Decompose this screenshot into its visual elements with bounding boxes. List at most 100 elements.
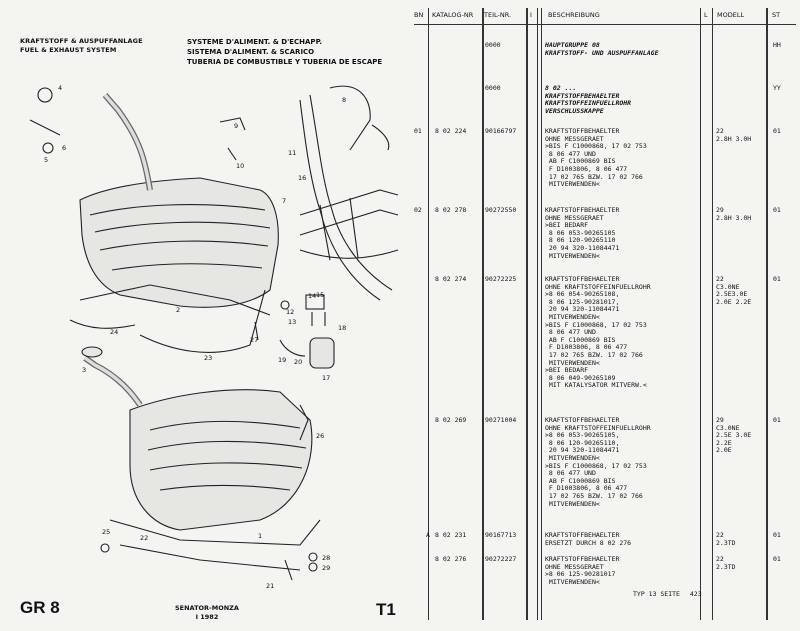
row-desc: 8 02 ... KRAFTSTOFFBEHAELTER KRAFTSTOFFE… xyxy=(545,84,632,115)
callout: 6 xyxy=(62,144,66,152)
col-teil: TEIL-NR. xyxy=(484,11,512,19)
col-st: ST xyxy=(772,11,781,19)
callout: 1 xyxy=(258,532,262,540)
callout: 25 xyxy=(102,528,110,536)
title-french: SYSTEME D'ALIMENT. & D'ECHAPP. xyxy=(187,38,323,46)
callout: 10 xyxy=(236,162,244,170)
row-desc: HAUPTGRUPPE 08 KRAFTSTOFF- UND AUSPUFFAN… xyxy=(545,41,659,57)
model-label: SENATOR-MONZA I 1982 xyxy=(175,604,239,622)
callout: 7 xyxy=(282,197,286,205)
row-katalog: 8 02 278 xyxy=(435,206,467,214)
divider xyxy=(700,8,701,620)
row-st: 01 xyxy=(773,127,781,135)
title-german: KRAFTSTOFF & AUSPUFFANLAGE xyxy=(20,37,143,45)
row-st: 01 xyxy=(773,275,781,283)
callout: 23 xyxy=(204,354,212,362)
row-teil: 90166797 xyxy=(485,127,517,135)
col-i: I xyxy=(530,11,532,19)
row-katalog: 8 02 231 xyxy=(435,531,467,539)
col-bn: BN xyxy=(414,11,424,19)
section-title-de-en: KRAFTSTOFF & AUSPUFFANLAGE FUEL & EXHAUS… xyxy=(20,37,143,55)
row-modell: 22 C3.0NE 2.5E3.0E 2.0E 2.2E xyxy=(716,275,752,306)
divider xyxy=(526,8,528,620)
callout: 11 xyxy=(288,149,296,157)
page-number: 423 xyxy=(689,590,702,598)
section-title-fr-it-es: SYSTEME D'ALIMENT. & D'ECHAPP. SISTEMA D… xyxy=(187,37,382,67)
callout: 3 xyxy=(82,366,86,374)
callout: 22 xyxy=(140,534,148,542)
callout: 21 xyxy=(266,582,274,590)
row-katalog: 8 02 276 xyxy=(435,555,467,563)
callout: 27 xyxy=(250,336,258,344)
row-desc: KRAFTSTOFFBEHAELTER OHNE MESSGERAET >8 0… xyxy=(545,555,620,586)
callout: 15 xyxy=(316,291,324,299)
row-teil: 90272227 xyxy=(485,555,517,563)
callout: 26 xyxy=(316,432,324,440)
col-l: L xyxy=(704,11,708,19)
callout: 5 xyxy=(44,156,48,164)
row-katalog: 8 02 224 xyxy=(435,127,467,135)
row-st: YY xyxy=(773,84,781,92)
section-label: T1 xyxy=(376,600,396,619)
group-label: GR 8 xyxy=(20,598,60,617)
parts-table: BN KATALOG-NR TEIL-NR. I BESCHREIBUNG L … xyxy=(404,0,800,631)
title-english: FUEL & EXHAUST SYSTEM xyxy=(20,46,117,54)
divider xyxy=(482,8,484,620)
row-teil: 90271004 xyxy=(485,416,517,424)
row-bn: 01 xyxy=(414,127,422,135)
model-year: I 1982 xyxy=(195,613,219,621)
callout: 4 xyxy=(58,84,62,92)
illustration-panel: KRAFTSTOFF & AUSPUFFANLAGE FUEL & EXHAUS… xyxy=(20,37,399,622)
col-katalog: KATALOG-NR xyxy=(432,11,474,19)
row-desc: KRAFTSTOFFBEHAELTER OHNE KRAFTSTOFFEINFU… xyxy=(545,275,651,390)
callout: 29 xyxy=(322,564,330,572)
callout: 17 xyxy=(322,374,330,382)
row-katalog: 8 02 274 xyxy=(435,275,467,283)
row-desc: KRAFTSTOFFBEHAELTER OHNE MESSGERAET >BIS… xyxy=(545,127,647,189)
row-bn: A xyxy=(426,531,430,539)
row-st: HH xyxy=(773,41,781,49)
callout: 20 xyxy=(294,358,302,366)
divider xyxy=(537,8,538,620)
row-modell: 22 2.3TD xyxy=(716,531,736,547)
row-st: 01 xyxy=(773,206,781,214)
row-st: 01 xyxy=(773,555,781,563)
callout: 12 xyxy=(286,308,294,316)
divider xyxy=(766,8,768,620)
row-modell: 29 C3.0NE 2.5E 3.0E 2.2E 2.0E xyxy=(716,416,752,455)
divider xyxy=(428,8,429,620)
callout: 24 xyxy=(110,328,118,336)
col-beschreibung: BESCHREIBUNG xyxy=(548,11,600,19)
row-teil: 0000 xyxy=(485,84,501,92)
col-modell: MODELL xyxy=(717,11,745,19)
title-spanish: TUBERIA DE COMBUSTIBLE Y TUBERIA DE ESCA… xyxy=(187,58,383,66)
row-teil: 90272225 xyxy=(485,275,517,283)
row-desc: KRAFTSTOFFBEHAELTER OHNE KRAFTSTOFFEINFU… xyxy=(545,416,651,508)
callout: 14 xyxy=(308,292,316,300)
page-footer-label: TYP 13 SEITE xyxy=(633,590,680,598)
row-modell: 29 2.8H 3.0H xyxy=(716,206,752,222)
callout: 28 xyxy=(322,554,330,562)
callout: 16 xyxy=(298,174,306,182)
row-st: 01 xyxy=(773,531,781,539)
divider xyxy=(712,8,713,620)
row-modell: 22 2.3TD xyxy=(716,555,736,571)
row-bn: 02 xyxy=(414,206,422,214)
divider xyxy=(541,8,542,620)
title-italian: SISTEMA D'ALIMENT. & SCARICO xyxy=(187,48,315,56)
row-modell: 22 2.8H 3.0H xyxy=(716,127,752,143)
row-desc: KRAFTSTOFFBEHAELTER ERSETZT DURCH 8 02 2… xyxy=(545,531,632,547)
row-teil: 90272550 xyxy=(485,206,517,214)
page-footer: TYP 13 SEITE 423 xyxy=(633,590,702,598)
row-teil: 90167713 xyxy=(485,531,517,539)
row-katalog: 8 02 269 xyxy=(435,416,467,424)
callout: 13 xyxy=(288,318,296,326)
row-st: 01 xyxy=(773,416,781,424)
exploded-parts-diagram: 1 2 3 4 5 6 7 8 9 10 11 12 13 14 15 16 1… xyxy=(29,84,399,590)
callout: 8 xyxy=(342,96,346,104)
part-callouts: 1 2 3 4 5 6 7 8 9 10 11 12 13 14 15 16 1… xyxy=(44,84,346,590)
callout: 19 xyxy=(278,356,286,364)
row-teil: 0000 xyxy=(485,41,501,49)
callout: 9 xyxy=(234,122,238,130)
header-rule xyxy=(414,24,796,25)
